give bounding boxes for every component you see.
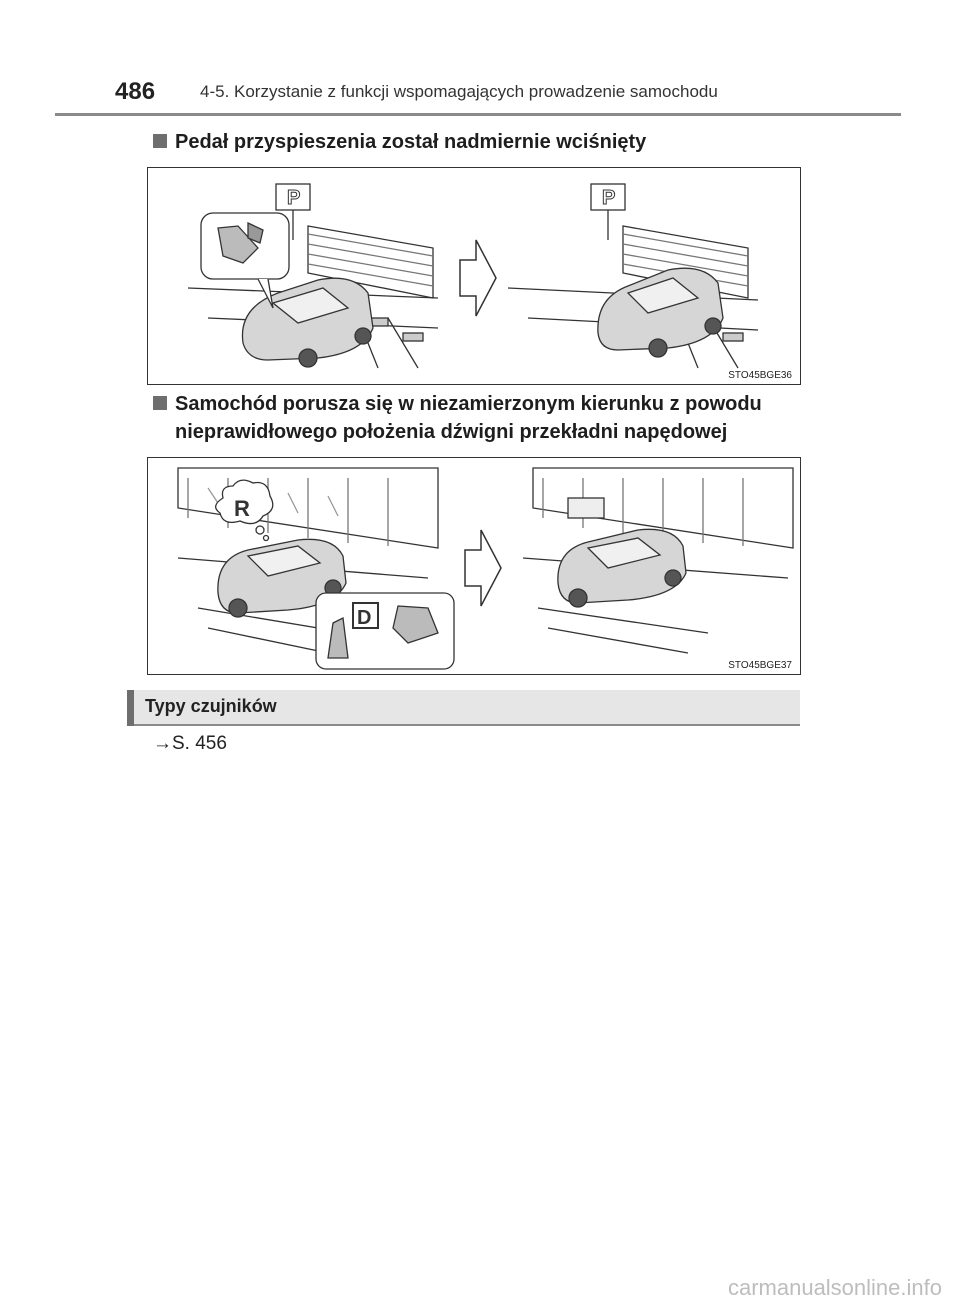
gear-r-label: R — [234, 496, 250, 521]
section-title: Typy czujników — [145, 696, 277, 716]
heading-accelerator-text: Pedał przyspieszenia został nadmiernie w… — [175, 131, 647, 153]
header-divider — [55, 113, 901, 116]
page-reference-link[interactable]: →S. 456 — [153, 733, 227, 754]
figure-code: STO45BGE36 — [728, 370, 792, 381]
gear-d-label: D — [357, 607, 371, 629]
illustration-parking-lot: P P — [187, 183, 759, 369]
section-bar-accent — [127, 690, 134, 726]
watermark: carmanualsonline.info — [727, 1275, 942, 1300]
figure-code: STO45BGE37 — [728, 660, 792, 671]
page-number: 486 — [115, 78, 156, 105]
chapter-title: 4-5. Korzystanie z funkcji wspomagającyc… — [200, 82, 718, 101]
bullet-square-icon — [153, 133, 167, 148]
section-bar-sensor-types: Typy czujników — [127, 690, 800, 726]
heading-wrong-direction-line1: Samochód porusza się w niezamierzonym ki… — [175, 393, 762, 415]
figure-accelerator: P P STO45BGE36 — [147, 167, 801, 385]
figure-gear-position: R D STO45BGE37 — [147, 457, 801, 675]
heading-wrong-direction-line2: nieprawidłowego położenia dźwigni przekł… — [175, 421, 728, 443]
heading-wrong-direction: Samochód porusza się w niezamierzonym ki… — [153, 390, 762, 418]
page-header: 486 4-5. Korzystanie z funkcji wspomagaj… — [115, 78, 901, 108]
parking-sign-right: P — [602, 187, 615, 209]
bullet-square-icon — [153, 395, 167, 410]
parking-sign-left: P — [287, 187, 300, 209]
illustration-store-front: R D — [177, 467, 794, 670]
heading-accelerator: Pedał przyspieszenia został nadmiernie w… — [153, 128, 646, 156]
